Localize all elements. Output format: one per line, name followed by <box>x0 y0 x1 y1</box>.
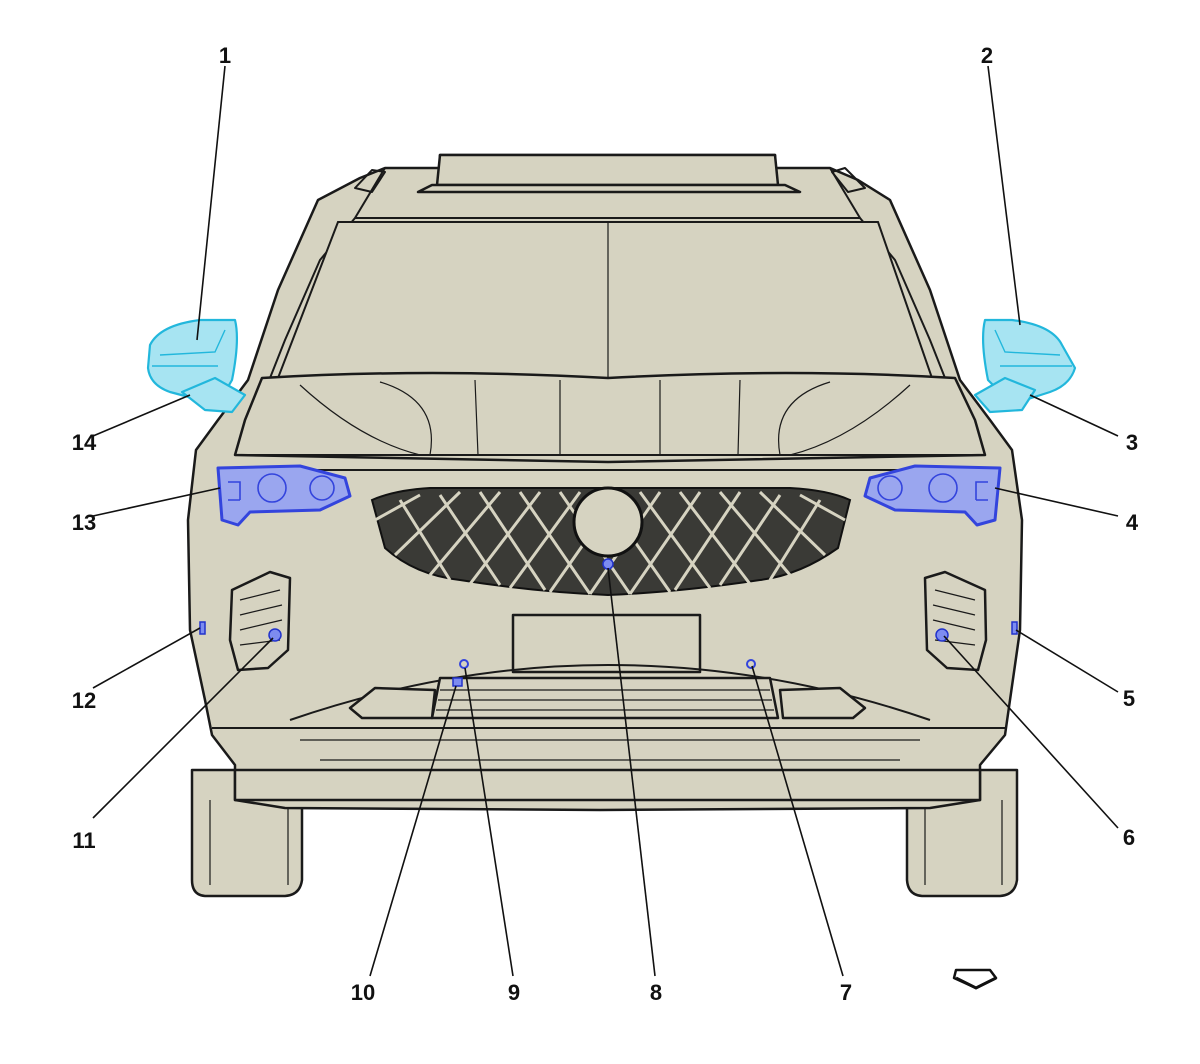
right-side-mirror <box>973 318 1077 414</box>
callout-8: 8 <box>650 980 662 1005</box>
left-headlamp <box>216 464 352 527</box>
right-fog-housing <box>923 570 988 672</box>
hood <box>220 371 995 471</box>
lower-bumper <box>212 613 1005 802</box>
callout-13: 13 <box>72 510 96 535</box>
callout-14: 14 <box>72 430 97 455</box>
callout-7: 7 <box>840 980 852 1005</box>
front-grille <box>370 486 852 597</box>
callout-2: 2 <box>981 43 993 68</box>
callout-12: 12 <box>72 688 96 713</box>
left-fog-housing <box>228 570 292 672</box>
callout-4: 4 <box>1126 510 1139 535</box>
right-headlamp <box>863 464 1002 527</box>
callout-labels: 1 2 3 4 5 6 7 8 9 10 11 12 13 14 <box>72 43 1139 1005</box>
leader-lines <box>92 65 1119 977</box>
forward-arrow-icon <box>952 968 998 990</box>
windshield <box>276 221 934 382</box>
callout-3: 3 <box>1126 430 1138 455</box>
callout-9: 9 <box>508 980 520 1005</box>
callout-1: 1 <box>219 43 231 68</box>
callout-6: 6 <box>1123 825 1135 850</box>
callout-5: 5 <box>1123 686 1135 711</box>
callout-11: 11 <box>72 828 95 853</box>
callout-10: 10 <box>351 980 375 1005</box>
left-side-mirror <box>146 318 247 414</box>
